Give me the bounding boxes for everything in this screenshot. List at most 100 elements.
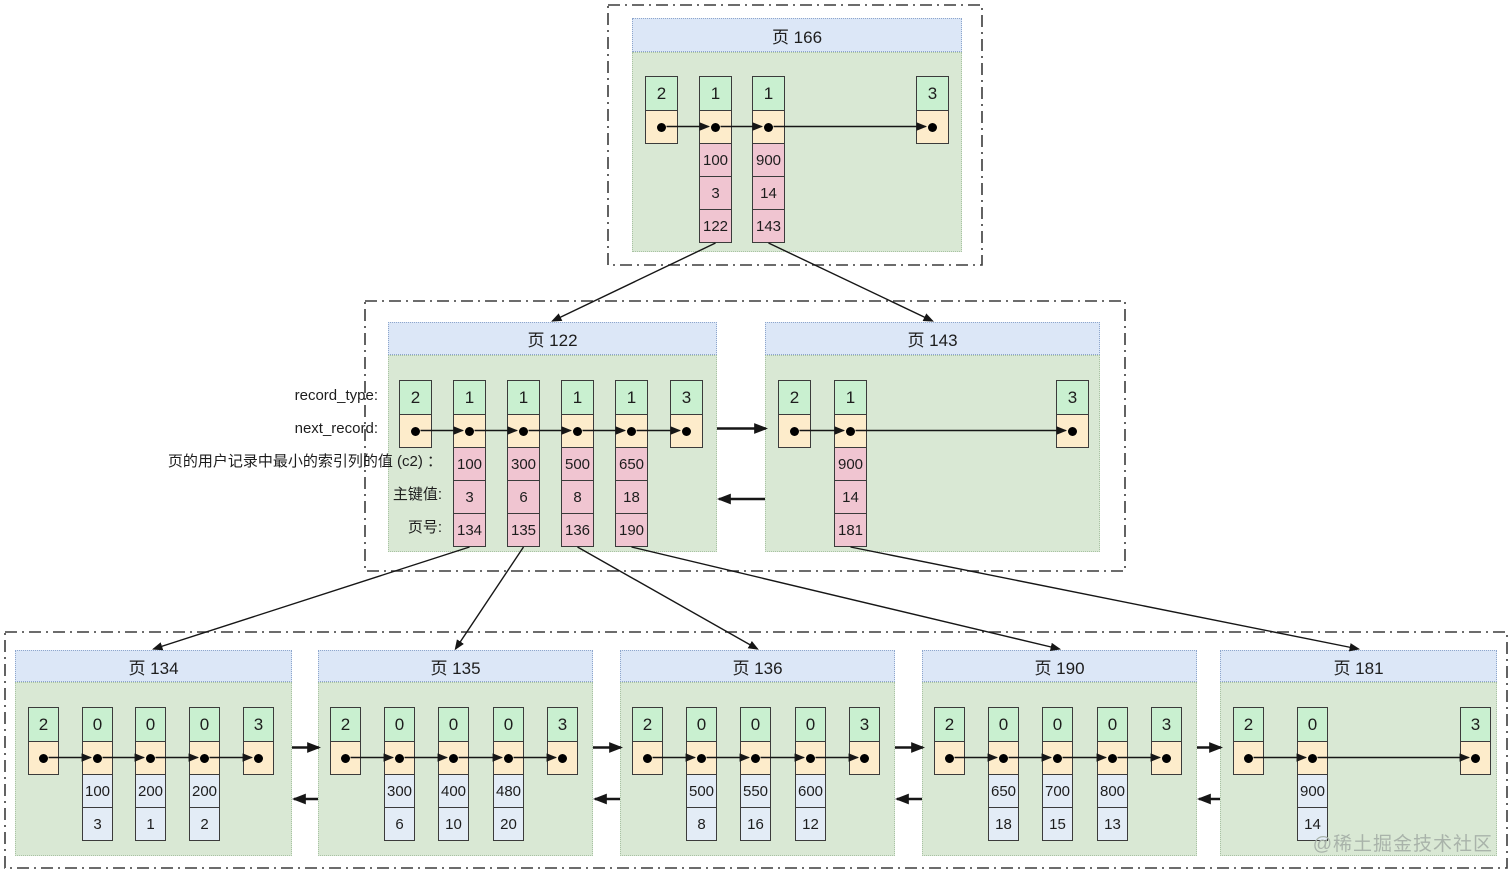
pointer-bullet [790, 426, 799, 436]
tree-pointer-arrow [631, 546, 1062, 652]
page-header: 页 136 [620, 650, 895, 682]
record-type-cell: 3 [850, 708, 879, 741]
primary-key-cell: 2 [190, 807, 219, 840]
pointer-bullet [657, 122, 666, 132]
next-record-pointer-cell [989, 741, 1018, 774]
page-title: 页 134 [128, 658, 179, 678]
next-record-pointer-cell [1461, 741, 1490, 774]
index-value-cell: 100 [454, 447, 485, 480]
next-record-pointer-cell [835, 414, 866, 447]
record-type-cell: 1 [562, 381, 593, 414]
primary-key-cell: 3 [454, 480, 485, 513]
record-type-cell: 2 [29, 708, 58, 741]
page-number-cell: 181 [835, 513, 866, 546]
next-record-pointer-cell [439, 741, 468, 774]
record-type-cell: 0 [687, 708, 716, 741]
record-143-2: 3 [1056, 380, 1089, 448]
record-type-cell: 0 [1043, 708, 1072, 741]
pointer-bullet [764, 122, 773, 132]
record-type-cell: 3 [671, 381, 702, 414]
pointer-bullet [504, 753, 513, 763]
index-value-cell: 900 [753, 143, 784, 176]
index-value-cell: 550 [741, 774, 770, 807]
record-135-4: 3 [547, 707, 578, 775]
index-value-cell: 500 [562, 447, 593, 480]
record-type-cell: 1 [753, 77, 784, 110]
pointer-bullet [1108, 753, 1117, 763]
pointer-bullet [643, 753, 652, 763]
next-record-pointer-cell [1298, 741, 1327, 774]
next-record-pointer-cell [633, 741, 662, 774]
record-type-cell: 0 [1298, 708, 1327, 741]
next-record-pointer-cell [136, 741, 165, 774]
pointer-bullet [1244, 753, 1253, 763]
tree-pointer-arrow [768, 242, 934, 322]
primary-key-cell: 15 [1043, 807, 1072, 840]
next-record-pointer-cell [796, 741, 825, 774]
pointer-bullet [711, 122, 720, 132]
next-record-pointer-cell [1098, 741, 1127, 774]
page-body [765, 355, 1100, 552]
record-122-5: 3 [670, 380, 703, 448]
page-header: 页 143 [765, 322, 1100, 355]
page-body [632, 52, 962, 252]
next-record-pointer-cell [646, 110, 677, 143]
page-number-cell: 135 [508, 513, 539, 546]
record-type-cell: 0 [136, 708, 165, 741]
pointer-bullet [1308, 753, 1317, 763]
record-type-cell: 3 [1152, 708, 1181, 741]
record-type-cell: 1 [508, 381, 539, 414]
next-record-pointer-cell [454, 414, 485, 447]
record-143-0: 2 [778, 380, 811, 448]
pointer-bullet [860, 753, 869, 763]
index-value-cell: 200 [136, 774, 165, 807]
primary-key-cell: 18 [989, 807, 1018, 840]
record-166-0: 2 [645, 76, 678, 144]
next-record-pointer-cell [616, 414, 647, 447]
pointer-bullet [1053, 753, 1062, 763]
record-type-cell: 0 [989, 708, 1018, 741]
tree-pointer-arrow [850, 546, 1361, 652]
pointer-bullet [1471, 753, 1480, 763]
index-value-cell: 600 [796, 774, 825, 807]
primary-key-cell: 20 [494, 807, 523, 840]
label-page-number: 页号: [407, 519, 442, 536]
label-next-record: next_record: [294, 420, 378, 437]
record-134-0: 2 [28, 707, 59, 775]
page-header: 页 135 [318, 650, 593, 682]
pointer-bullet [751, 753, 760, 763]
primary-key-cell: 14 [753, 176, 784, 209]
record-type-cell: 2 [400, 381, 431, 414]
next-record-pointer-cell [508, 414, 539, 447]
primary-key-cell: 13 [1098, 807, 1127, 840]
record-190-4: 3 [1151, 707, 1182, 775]
page-header: 页 166 [632, 18, 962, 52]
primary-key-cell: 1 [136, 807, 165, 840]
next-record-pointer-cell [753, 110, 784, 143]
record-136-0: 2 [632, 707, 663, 775]
pointer-bullet [254, 753, 263, 763]
tree-pointer-arrow [551, 242, 716, 322]
primary-key-cell: 8 [687, 807, 716, 840]
record-134-4: 3 [243, 707, 274, 775]
record-type-cell: 0 [190, 708, 219, 741]
pointer-bullet [146, 753, 155, 763]
record-181-2: 3 [1460, 707, 1491, 775]
record-type-cell: 0 [741, 708, 770, 741]
next-record-pointer-cell [671, 414, 702, 447]
pointer-bullet [519, 426, 528, 436]
record-type-cell: 0 [385, 708, 414, 741]
pointer-bullet [449, 753, 458, 763]
page-title: 页 122 [527, 331, 578, 350]
label-primary-key: 主键值: [392, 486, 442, 503]
tree-pointer-arrow [454, 546, 525, 651]
